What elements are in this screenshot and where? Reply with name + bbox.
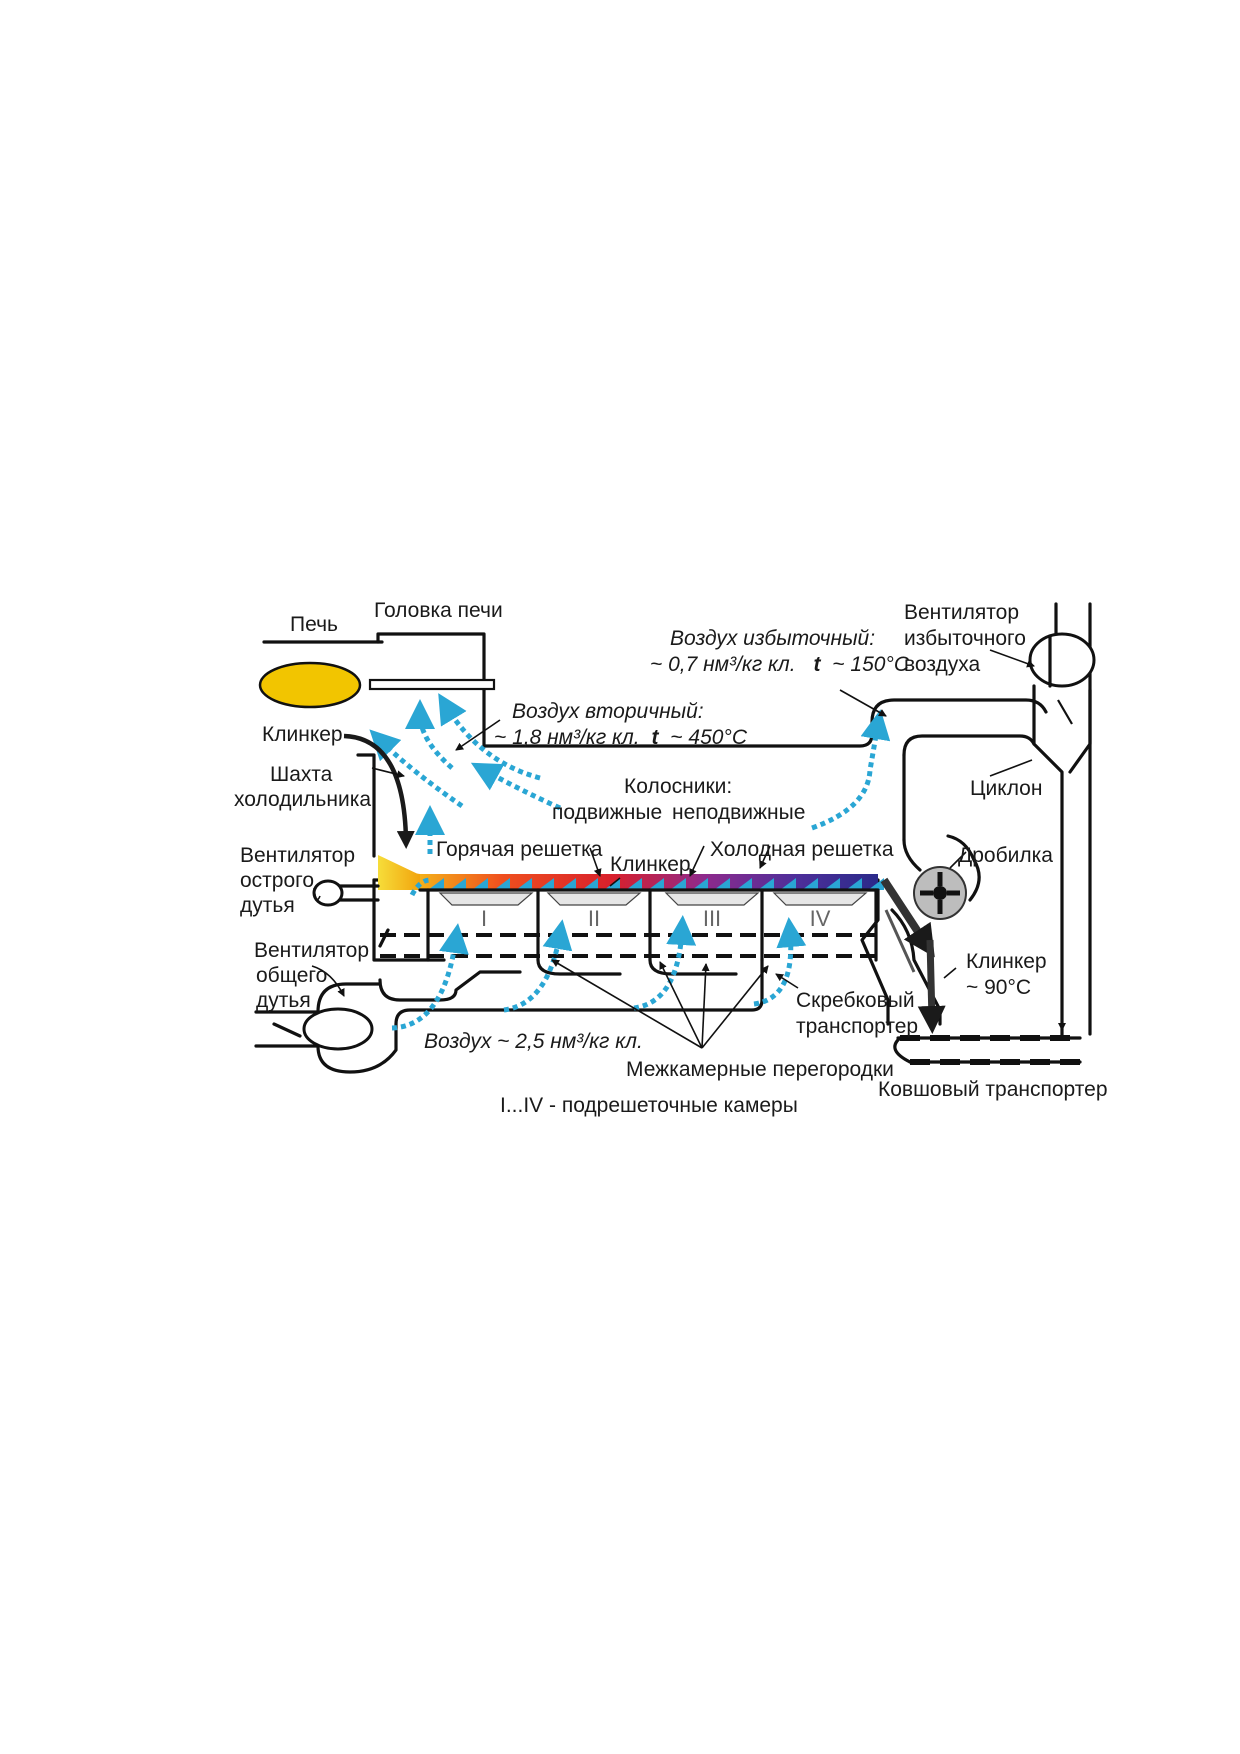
label-secondary-air-1: Воздух вторичный: [512, 700, 704, 723]
crusher [902, 834, 981, 920]
grate-tooth [736, 878, 752, 890]
grate [378, 855, 884, 906]
label-clinker-out-1: Клинкер [966, 950, 1047, 973]
label-fan-sharp-3: дутья [240, 894, 295, 917]
air-duct [378, 958, 764, 1026]
grate-tooth [824, 878, 840, 890]
grate-tooth [494, 878, 510, 890]
label-grates-title: Колосники: [624, 775, 732, 798]
label-grates-moving: подвижные [552, 801, 662, 824]
grate-tooth [626, 878, 642, 890]
bucket-conveyor [893, 1034, 1082, 1065]
label-secondary-air-2: ~ 1,8 нм³/кг кл. t ~ 450°С [494, 726, 748, 749]
grate-tooth [428, 878, 444, 890]
label-fan-sharp-2: острого [240, 869, 314, 892]
grate-tooth [846, 878, 862, 890]
chamber-label-4: IV [810, 906, 831, 931]
label-crusher: Дробилка [958, 844, 1053, 867]
grate-tooth [670, 878, 686, 890]
grate-tooth [516, 878, 532, 890]
label-chambers-note: I...IV - подрешеточные камеры [500, 1094, 798, 1117]
chamber-label-1: I [481, 906, 487, 931]
label-hot-grate: Горячая решетка [436, 838, 603, 861]
label-excess-fan-1: Вентилятор [904, 601, 1019, 624]
label-shaft-1: Шахта [270, 763, 333, 786]
label-excess-fan-2: избыточного [904, 627, 1026, 650]
label-excess-fan-3: воздуха [904, 653, 981, 676]
grate-tooth [868, 878, 884, 890]
label-scraper-2: транспортер [796, 1015, 918, 1038]
clinker-flows [343, 733, 1066, 1034]
fan-general-blow [254, 982, 398, 1074]
grate-tooth [780, 878, 796, 890]
label-excess-air-2: ~ 0,7 нм³/кг кл. t ~ 150°С [650, 653, 910, 676]
label-cyclone: Циклон [970, 777, 1042, 800]
label-clinker-in: Клинкер [262, 723, 343, 746]
grate-tooth [802, 878, 818, 890]
label-clinker-mid: Клинкер [610, 853, 691, 876]
grate-tooth [714, 878, 730, 890]
label-kiln-head: Головка печи [374, 599, 503, 622]
grate-tooth [450, 878, 466, 890]
chamber-label-2: II [588, 906, 600, 931]
label-cold-grate: Холодная решетка [710, 838, 894, 861]
label-fan-sharp-1: Вентилятор [240, 844, 355, 867]
label-fan-general-2: общего [256, 964, 327, 987]
grate-tooth [472, 878, 488, 890]
grate-tooth [538, 878, 554, 890]
label-excess-air-1: Воздух избыточный: [670, 627, 875, 650]
labels: Печь Головка печи Клинкер Шахта холодиль… [234, 599, 1108, 1117]
label-kiln: Печь [290, 613, 338, 636]
label-air-bottom: Воздух ~ 2,5 нм³/кг кл. [424, 1030, 643, 1053]
flame [258, 661, 362, 709]
grate-tooth [648, 878, 664, 890]
label-shaft-2: холодильника [234, 788, 371, 811]
kiln [258, 632, 496, 709]
label-partitions: Межкамерные перегородки [626, 1058, 894, 1081]
excess-fan-cyclone [1028, 602, 1096, 1038]
label-fan-general-3: дутья [256, 989, 311, 1012]
label-clinker-out-2: ~ 90°С [966, 976, 1031, 999]
grate-tooth [582, 878, 598, 890]
chamber-label-3: III [703, 906, 721, 931]
label-grates-fixed: неподвижные [672, 801, 805, 824]
label-fan-general-1: Вентилятор [254, 939, 369, 962]
label-scraper-1: Скребковый [796, 989, 915, 1012]
air-flows [369, 693, 891, 1031]
grate-tooth [692, 878, 708, 890]
leader-lines [311, 649, 1035, 1049]
grate-tooth [758, 878, 774, 890]
grate-tooth [560, 878, 576, 890]
label-bucket-conveyor: Ковшовый транспортер [878, 1078, 1108, 1101]
